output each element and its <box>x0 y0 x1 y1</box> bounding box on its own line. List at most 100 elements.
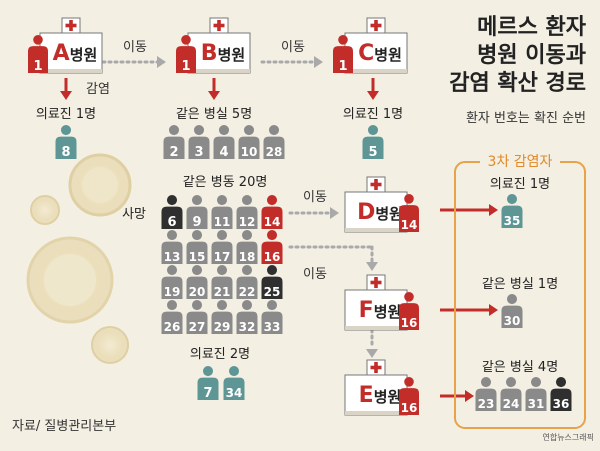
down-arrow-icon <box>367 91 379 100</box>
infection-label: 감염 <box>86 82 110 97</box>
group-label: 같은 병실 1명 <box>482 277 558 292</box>
hospital-name: A병원 <box>53 41 98 66</box>
move-label: 이동 <box>123 40 147 55</box>
patient-icon: 19 <box>161 265 183 299</box>
patient-number: 1 <box>338 59 347 74</box>
patient-number: 31 <box>528 397 545 411</box>
title-line-1: 메르스 환자 <box>477 15 587 40</box>
title-line-2: 병원 이동과 <box>477 43 586 68</box>
down-arrow-icon <box>208 91 220 100</box>
patient-number: 16 <box>264 250 281 264</box>
index-patient-icon: 16 <box>399 377 419 415</box>
patient-icon: 8 <box>55 124 77 160</box>
patient-number: 26 <box>164 320 181 334</box>
patient-number: 9 <box>192 215 201 230</box>
group-label: 의료진 1명 <box>36 107 96 122</box>
patient-icon: 29 <box>211 300 233 334</box>
patient-number: 35 <box>504 214 521 228</box>
right-arrow-icon <box>489 304 498 316</box>
patient-icon: 9 <box>186 195 208 230</box>
patient-number: 18 <box>239 250 256 264</box>
third-infection-box: 3차 감염자 <box>454 152 586 429</box>
patient-number: 14 <box>401 218 418 232</box>
right-arrow-icon <box>314 56 323 68</box>
patient-number: 25 <box>264 285 281 299</box>
patient-icon: 4 <box>213 124 235 160</box>
third-infection-title: 3차 감염자 <box>488 154 553 170</box>
patient-icon: 13 <box>161 230 183 264</box>
down-arrow-icon <box>366 262 378 271</box>
patient-number: 16 <box>401 316 418 330</box>
title-block: 메르스 환자 병원 이동과 감염 확산 경로 환자 번호는 확진 순번 <box>449 15 587 126</box>
patient-number: 32 <box>239 320 256 334</box>
patient-number: 30 <box>504 314 521 328</box>
patient-icon: 11 <box>211 195 233 229</box>
credit-note: 연합뉴스그래픽 <box>542 432 594 442</box>
group-label: 같은 병실 5명 <box>176 107 252 122</box>
patient-icon: 7 <box>197 366 219 401</box>
patient-number: 17 <box>214 250 231 264</box>
patient-icon: 6 <box>161 195 183 230</box>
patient-number: 12 <box>239 215 256 229</box>
patient-icon: 24 <box>500 377 522 411</box>
patient-number-note: 환자 번호는 확진 순번 <box>466 111 586 126</box>
patient-number: 33 <box>264 320 281 334</box>
index-patient-icon: 14 <box>399 194 419 232</box>
patient-icon: 25 <box>261 265 283 299</box>
patient-number: 22 <box>239 285 256 299</box>
patient-number: 27 <box>189 320 206 334</box>
patient-number: 23 <box>478 397 495 411</box>
patient-number: 16 <box>401 401 418 415</box>
patient-icon: 27 <box>186 300 208 334</box>
patient-icon: 5 <box>362 124 384 160</box>
patient-number: 8 <box>61 145 70 160</box>
hospital-name: F병원 <box>359 298 402 323</box>
index-patient-icon: 1 <box>333 35 353 74</box>
hospital-b: B병원 1 <box>176 17 251 74</box>
patient-icon: 34 <box>223 366 245 400</box>
patient-icon: 36 <box>550 377 572 411</box>
group-label: 의료진 1명 <box>343 107 403 122</box>
patient-number: 1 <box>181 59 190 74</box>
patient-number: 36 <box>553 397 570 411</box>
right-arrow-icon <box>330 207 339 219</box>
patient-number: 4 <box>219 145 228 160</box>
patient-number: 13 <box>164 250 181 264</box>
source-note: 자료/ 질병관리본부 <box>12 419 116 434</box>
patient-number: 28 <box>266 145 283 159</box>
group-label: 의료진 2명 <box>190 347 250 362</box>
hospital-name: C병원 <box>358 41 402 66</box>
index-patient-icon: 16 <box>399 292 419 330</box>
move-label: 이동 <box>303 190 327 205</box>
patient-number: 24 <box>503 397 520 411</box>
patient-icon: 32 <box>236 300 258 334</box>
patient-icon: 26 <box>161 300 183 334</box>
patient-number: 10 <box>241 145 258 159</box>
patient-icon: 21 <box>211 265 233 299</box>
hospital-name: B병원 <box>201 41 245 66</box>
right-arrow-icon <box>157 56 166 68</box>
move-label: 이동 <box>303 267 327 282</box>
move-label: 이동 <box>281 40 305 55</box>
index-patient-icon: 1 <box>28 35 48 74</box>
patient-icon: 33 <box>261 300 283 334</box>
hospital-c: C병원 1 <box>333 17 408 74</box>
group-label: 같은 병동 20명 <box>183 175 268 190</box>
right-arrow-icon <box>465 390 474 402</box>
patient-icon: 14 <box>261 195 283 229</box>
patient-icon: 30 <box>501 294 523 328</box>
patient-icon: 31 <box>525 377 547 411</box>
patient-icon: 18 <box>236 230 258 264</box>
hospital-name: D병원 <box>357 200 403 225</box>
patient-icon: 17 <box>211 230 233 264</box>
patient-number: 19 <box>164 285 181 299</box>
patient-number: 21 <box>214 285 231 299</box>
right-arrow-icon <box>489 204 498 216</box>
group-label: 의료진 1명 <box>490 177 550 192</box>
